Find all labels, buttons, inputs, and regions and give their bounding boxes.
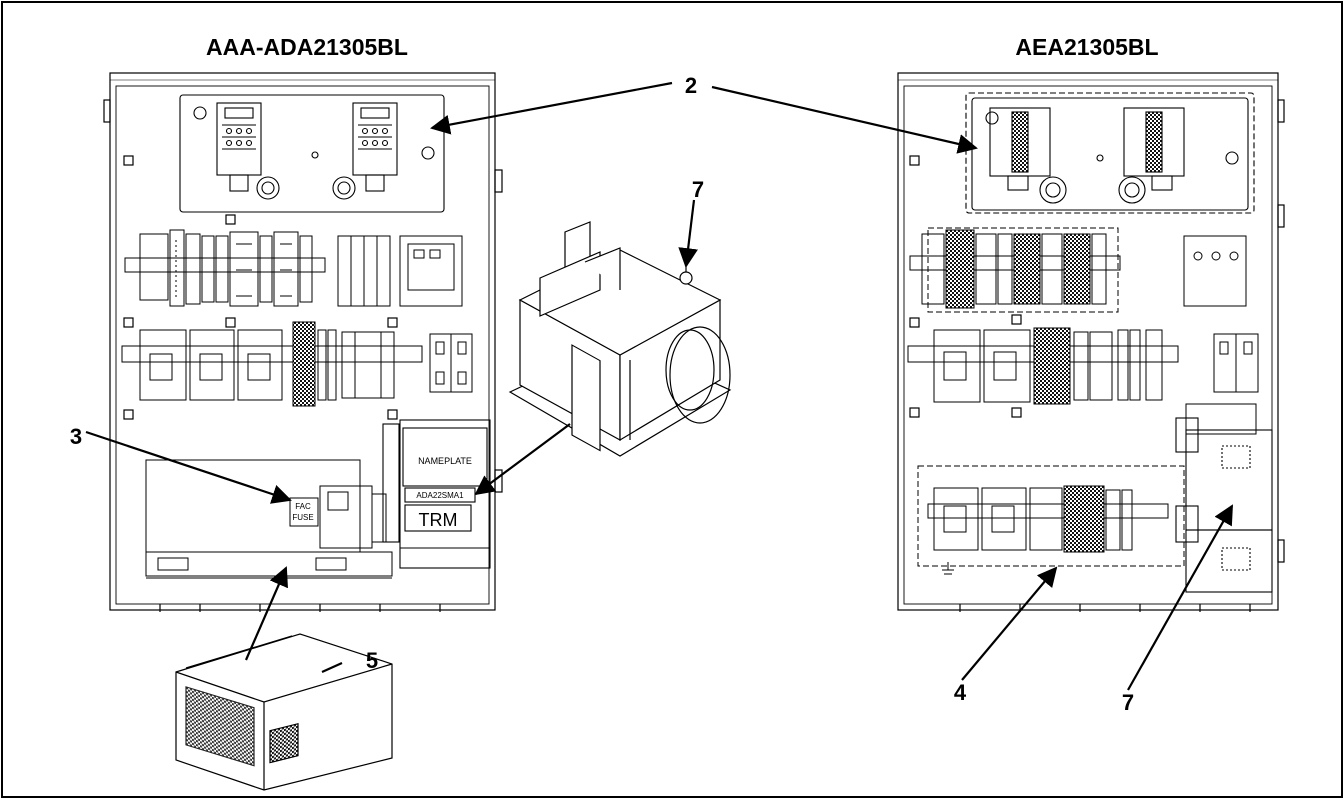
- left-terminal-plate: [179, 94, 445, 213]
- left-middle-rail: [121, 321, 473, 407]
- left-panel-title: AAA-ADA21305BL: [206, 34, 408, 60]
- callout-4: 4: [954, 680, 967, 705]
- arrow-5-leader: [321, 661, 343, 674]
- right-transformer-box: [1175, 417, 1273, 593]
- left-trm-label: TRM: [419, 510, 458, 530]
- left-fuse-label: FUSE: [292, 513, 313, 522]
- right-terminal-plate: [965, 92, 1255, 214]
- power-supply-module: [175, 633, 393, 791]
- right-upper-rail: [909, 227, 1247, 313]
- arrow-7-center: [474, 423, 571, 496]
- arrow-7-top: [678, 199, 698, 268]
- callout-7-right: 7: [1122, 690, 1134, 715]
- right-middle-rail: [907, 327, 1259, 435]
- left-enclosure: [103, 72, 503, 612]
- left-part-number-label: ADA22SMA1: [416, 491, 464, 500]
- arrow-2-right: [711, 85, 978, 154]
- arrow-4: [961, 566, 1058, 681]
- right-lower-rail: [917, 465, 1185, 575]
- left-upper-rail: [124, 229, 463, 307]
- callout-5: 5: [366, 648, 378, 673]
- callout-arrows: [85, 81, 1233, 691]
- arrow-5: [244, 566, 288, 661]
- right-panel-title: AEA21305BL: [1015, 34, 1158, 60]
- arrow-3: [85, 430, 292, 504]
- left-nameplate-label: NAMEPLATE: [418, 456, 472, 466]
- right-enclosure: [897, 72, 1285, 612]
- callout-2: 2: [685, 73, 697, 98]
- callout-3: 3: [70, 424, 82, 449]
- left-power-supply: [145, 459, 393, 579]
- left-fac-label: FAC: [295, 502, 311, 511]
- arrow-7-right: [1127, 504, 1233, 691]
- arrow-2-left: [430, 81, 673, 135]
- callout-7-top: 7: [692, 177, 704, 202]
- center-transformer: [508, 221, 732, 457]
